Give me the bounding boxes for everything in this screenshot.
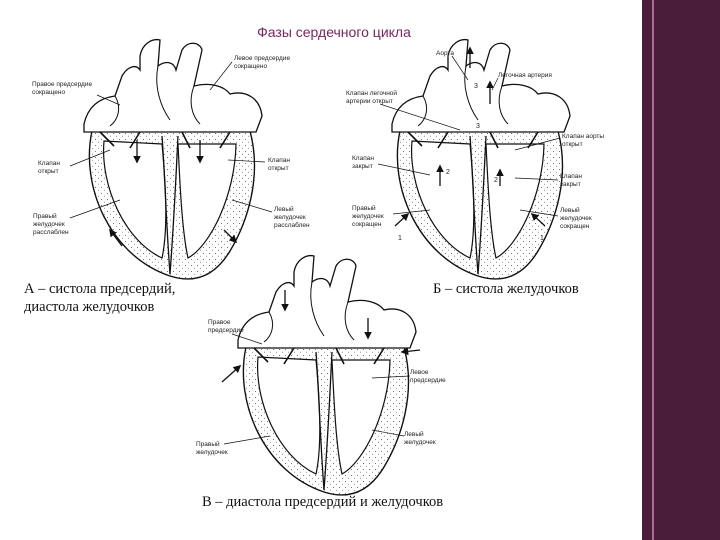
label-a-valve-right-2: открыт [268,165,289,172]
label-b-left-vent-1: Левый [560,206,580,214]
arrow-b-6 [530,212,546,227]
label-a-right-atrium-1: Правое предсердие [32,81,92,88]
leader-v-2 [371,375,411,379]
leader-a-6 [231,199,273,213]
label-a-right-atrium-2: сокращено [32,89,65,96]
label-b-valve-closed-r-2: закрыт [560,181,581,188]
label-a-right-vent-2: желудочек [33,221,65,228]
page-title: Фазы сердечного цикла [257,24,411,40]
label-v-right-atrium-1: Правое [208,319,231,326]
heart-a [83,38,263,280]
diagram-a: Левое предсердие сокращено Правое предсе… [32,38,310,280]
label-v-right-vent-1: Правый [196,440,220,448]
leader-b-4 [514,137,561,151]
leader-v-4 [371,429,405,437]
label-a-left-atrium-1: Левое предсердие [234,55,290,62]
label-v-right-atrium-2: предсердие [208,327,244,334]
leader-b-6 [514,177,559,181]
num-b-1b: 1 [540,235,544,242]
leader-v-3 [223,435,271,445]
label-b-left-vent-2: желудочек [560,215,592,222]
num-b-3b: 3 [476,123,480,130]
arrow-v-3 [221,364,242,383]
label-v-left-atrium-2: предсердие [410,377,446,384]
diagram-b: Аорта Легочная артерия Клапан легочной а… [346,38,604,280]
leader-a-3 [69,149,111,167]
leader-b-3 [379,103,461,131]
num-b-2a: 2 [446,169,450,176]
leader-a-5 [69,199,121,219]
leader-b-8 [519,209,559,217]
label-b-pulm-artery: Легочная артерия [498,72,552,79]
label-b-valve-closed-l-2: закрыт [352,163,373,170]
leader-b-2 [491,77,499,91]
label-a-valve-left-1: Клапан [38,160,60,167]
caption-v: В – диастола предсердий и желудочков [202,494,444,510]
label-a-valve-right-1: Клапан [268,157,290,164]
side-decor-bar [642,0,720,540]
num-b-3a: 3 [474,83,478,90]
label-b-pulm-valve-1: Клапан легочной [346,89,397,97]
label-b-valve-closed-l-1: Клапан [352,155,374,162]
caption-a-line-1: А – систола предсердий, [24,281,176,297]
label-v-right-vent-2: желудочек [196,449,228,456]
label-b-aorta: Аорта [436,50,454,57]
side-decor-line [652,0,654,540]
label-b-aortic-valve-2: открыт [562,141,583,148]
label-b-aortic-valve-1: Клапан аорты [562,133,604,140]
label-b-valve-closed-r-1: Клапан [560,173,582,180]
label-a-left-vent-1: Левый [274,205,294,213]
label-v-left-vent-1: Левый [404,430,424,438]
caption-a-line-2: диастола желудочков [24,299,155,315]
heart-v [237,254,417,496]
leader-b-1 [451,55,469,81]
leader-a-2 [209,61,233,91]
arrow-a-4 [223,229,238,244]
leader-a-1 [96,94,121,106]
label-a-valve-left-2: открыт [38,168,59,175]
label-a-right-vent-3: расслаблен [33,228,69,236]
num-b-2b: 2 [494,177,498,184]
label-a-left-vent-3: расслаблен [274,221,310,229]
arrow-b-5 [394,212,410,227]
label-b-right-vent-1: Правый [352,204,376,212]
label-a-left-vent-2: желудочек [274,214,306,221]
leader-b-5 [377,163,431,176]
caption-b: Б – систола желудочков [433,281,579,297]
label-b-right-vent-2: желудочек [352,213,384,220]
leader-b-7 [392,209,431,215]
num-b-1a: 1 [398,235,402,242]
label-v-left-vent-2: желудочек [404,439,436,446]
label-v-left-atrium-1: Левое [410,369,429,376]
label-a-left-atrium-2: сокращено [234,63,267,70]
label-b-left-vent-3: сокращен [560,223,590,230]
label-b-pulm-valve-2: артерии открыт [346,98,393,105]
caption-a: А – систола предсердий, диастола желудоч… [24,280,175,316]
label-a-right-vent-1: Правый [33,212,57,220]
arrow-a-3 [109,228,123,247]
leader-v-1 [231,333,263,345]
leader-a-4 [227,159,266,163]
label-b-right-vent-3: сокращен [352,221,382,228]
arrow-v-4 [400,347,421,356]
diagram-v: Правое предсердие Левое предсердие Правы… [196,254,446,496]
